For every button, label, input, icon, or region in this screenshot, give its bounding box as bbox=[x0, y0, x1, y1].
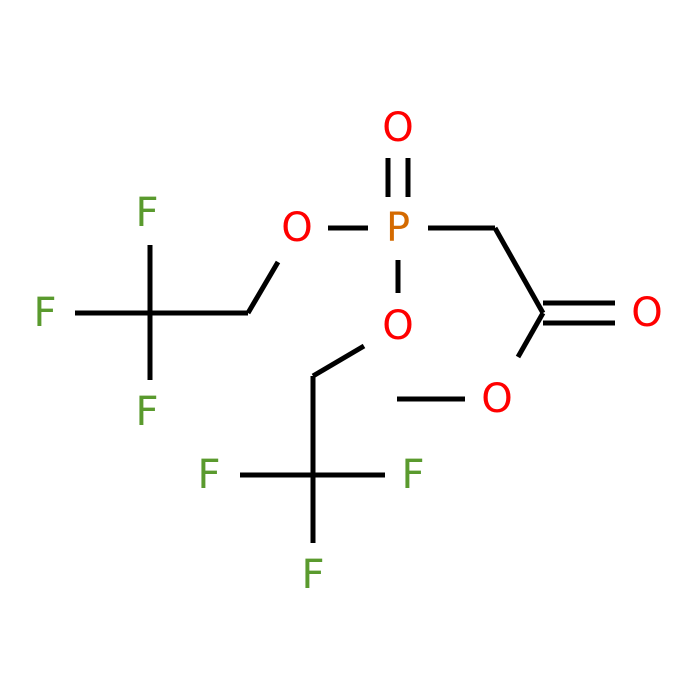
atom-fluorine-left-mid: F bbox=[33, 290, 56, 336]
atom-fluorine-left-top: F bbox=[135, 190, 158, 236]
bond-o-lower-ch2 bbox=[311, 343, 366, 379]
bond-o-left-ch2 bbox=[245, 260, 281, 315]
atom-fluorine-lower-left: F bbox=[197, 452, 220, 498]
atom-phosphorus: P bbox=[386, 205, 410, 251]
bond-ch2-carbonyl-c bbox=[492, 226, 546, 315]
atom-oxygen-carbonyl: O bbox=[631, 290, 662, 336]
atom-oxygen-lower: O bbox=[382, 303, 413, 349]
atom-oxygen-left: O bbox=[281, 205, 312, 251]
atom-fluorine-lower-right: F bbox=[401, 452, 424, 498]
atom-fluorine-left-bottom: F bbox=[135, 389, 158, 435]
bond-c-o-ester bbox=[515, 311, 546, 359]
atom-oxygen-ester: O bbox=[481, 376, 512, 422]
atom-fluorine-lower-bottom: F bbox=[301, 552, 324, 598]
atom-labels: P O O O O O F F F F F F bbox=[33, 105, 662, 598]
atom-oxygen-phosphoryl: O bbox=[382, 105, 413, 151]
bonds bbox=[75, 158, 615, 543]
